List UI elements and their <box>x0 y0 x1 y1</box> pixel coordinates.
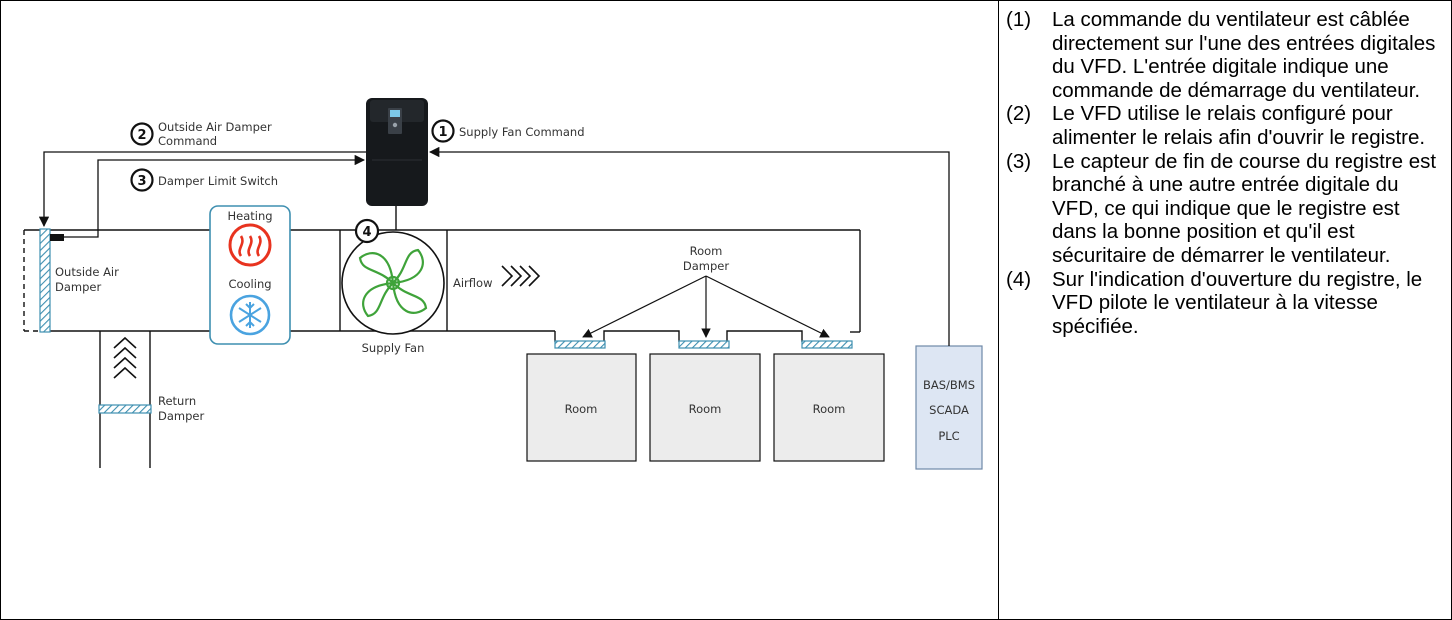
damper-limit-switch-sensor <box>50 234 64 241</box>
room-damper-2 <box>678 340 730 349</box>
svg-text:1: 1 <box>438 125 447 140</box>
svg-text:2: 2 <box>137 128 146 143</box>
badge-3: 3 <box>130 168 154 192</box>
room-label-1: Room <box>565 402 598 416</box>
note-number: (2) <box>1006 102 1032 126</box>
room-damper-pointers <box>582 275 830 338</box>
badge-2: 2 <box>130 122 154 146</box>
scada-label: SCADA <box>929 403 969 417</box>
return-damper-label-1: Return <box>158 394 196 408</box>
signal-lines <box>38 146 950 346</box>
outside-air-damper <box>39 228 51 333</box>
room-box-2 <box>649 353 761 462</box>
badge-1: 1 <box>431 119 455 143</box>
hvac-diagram: Outside Air Damper Return Damper Heating… <box>23 98 983 470</box>
supply-fan-icon <box>341 231 445 335</box>
notes-list: (1) La commande du ventilateur est câblé… <box>1006 8 1444 338</box>
return-airflow-arrows-icon <box>113 336 137 379</box>
heating-label: Heating <box>227 209 272 223</box>
room-damper-label-2: Damper <box>683 259 729 273</box>
note-item: (3) Le capteur de fin de course du regis… <box>1006 150 1444 268</box>
badge-4: 4 <box>354 218 380 244</box>
snowflake-icon <box>229 294 271 336</box>
room-label-3: Room <box>813 402 846 416</box>
damper-limit-switch-label: Damper Limit Switch <box>158 174 278 188</box>
room-damper-3 <box>801 340 853 349</box>
heating-icon <box>228 223 272 267</box>
outside-air-damper-command-label-2: Command <box>158 134 217 148</box>
supply-fan-label: Supply Fan <box>362 341 425 355</box>
supply-fan-command-label: Supply Fan Command <box>459 125 585 139</box>
column-divider <box>998 0 999 620</box>
svg-text:3: 3 <box>137 174 146 189</box>
duct-outline <box>23 229 861 468</box>
outside-air-damper-label-2: Damper <box>55 280 101 294</box>
room-label-2: Room <box>689 402 722 416</box>
plc-label: PLC <box>938 429 959 443</box>
note-item: (2) Le VFD utilise le relais configuré p… <box>1006 102 1444 149</box>
svg-text:4: 4 <box>362 225 371 240</box>
outside-air-damper-command-label-1: Outside Air Damper <box>158 120 272 134</box>
note-text: Sur l'indication d'ouverture du registre… <box>1052 267 1423 338</box>
cooling-label: Cooling <box>228 277 271 291</box>
note-text: La commande du ventilateur est câblée di… <box>1052 8 1436 102</box>
note-number: (3) <box>1006 149 1032 173</box>
outside-air-damper-label-1: Outside Air <box>55 265 119 279</box>
room-damper-1 <box>554 340 606 349</box>
return-damper <box>98 404 152 414</box>
airflow-label: Airflow <box>453 276 492 290</box>
note-text: Le VFD utilise le relais configuré pour … <box>1052 102 1426 149</box>
note-item: (1) La commande du ventilateur est câblé… <box>1006 8 1444 102</box>
return-damper-label-2: Damper <box>158 409 204 423</box>
airflow-arrows-icon <box>501 265 541 287</box>
room-damper-label-1: Room <box>690 244 723 258</box>
vfd-drive <box>366 98 428 230</box>
note-item: (4) Sur l'indication d'ouverture du regi… <box>1006 268 1444 339</box>
bas-bms-label: BAS/BMS <box>923 378 975 392</box>
note-number: (1) <box>1006 8 1032 31</box>
room-box-3 <box>773 353 885 462</box>
note-text: Le capteur de fin de course du registre … <box>1052 149 1437 267</box>
room-box-1 <box>526 353 637 462</box>
note-number: (4) <box>1006 267 1032 291</box>
